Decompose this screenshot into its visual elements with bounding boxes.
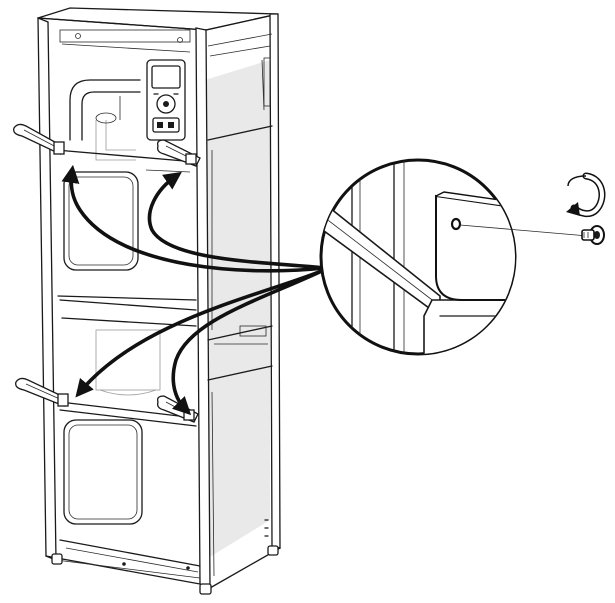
lifting-handle-upper-right (156, 139, 201, 167)
lifting-handle-lower-left (15, 377, 69, 407)
cabinet-frame (37, 7, 281, 595)
cabinet (37, 7, 281, 595)
screw-hole (450, 217, 462, 231)
mounting-bracket (435, 191, 515, 301)
screw (581, 225, 605, 245)
arrow-to-upper-right-handle (147, 171, 326, 270)
upper-front-panel (55, 149, 197, 301)
lifting-handle-upper-left (13, 123, 65, 155)
control-unit (146, 59, 186, 141)
callout-arrows (61, 164, 326, 416)
rotation-arrow-icon (566, 172, 606, 218)
bracket-detail-callout (319, 158, 589, 356)
screw-guide-line (459, 224, 589, 237)
arrow-to-lower-left-handle (75, 268, 326, 398)
cabinet-interior (59, 29, 191, 161)
lower-front-panel (59, 401, 201, 573)
arrow-to-lower-right-handle (171, 268, 326, 416)
arrow-to-upper-left-handle (61, 164, 326, 273)
cabinet-middle-section (59, 299, 268, 396)
side-markings (264, 519, 269, 537)
